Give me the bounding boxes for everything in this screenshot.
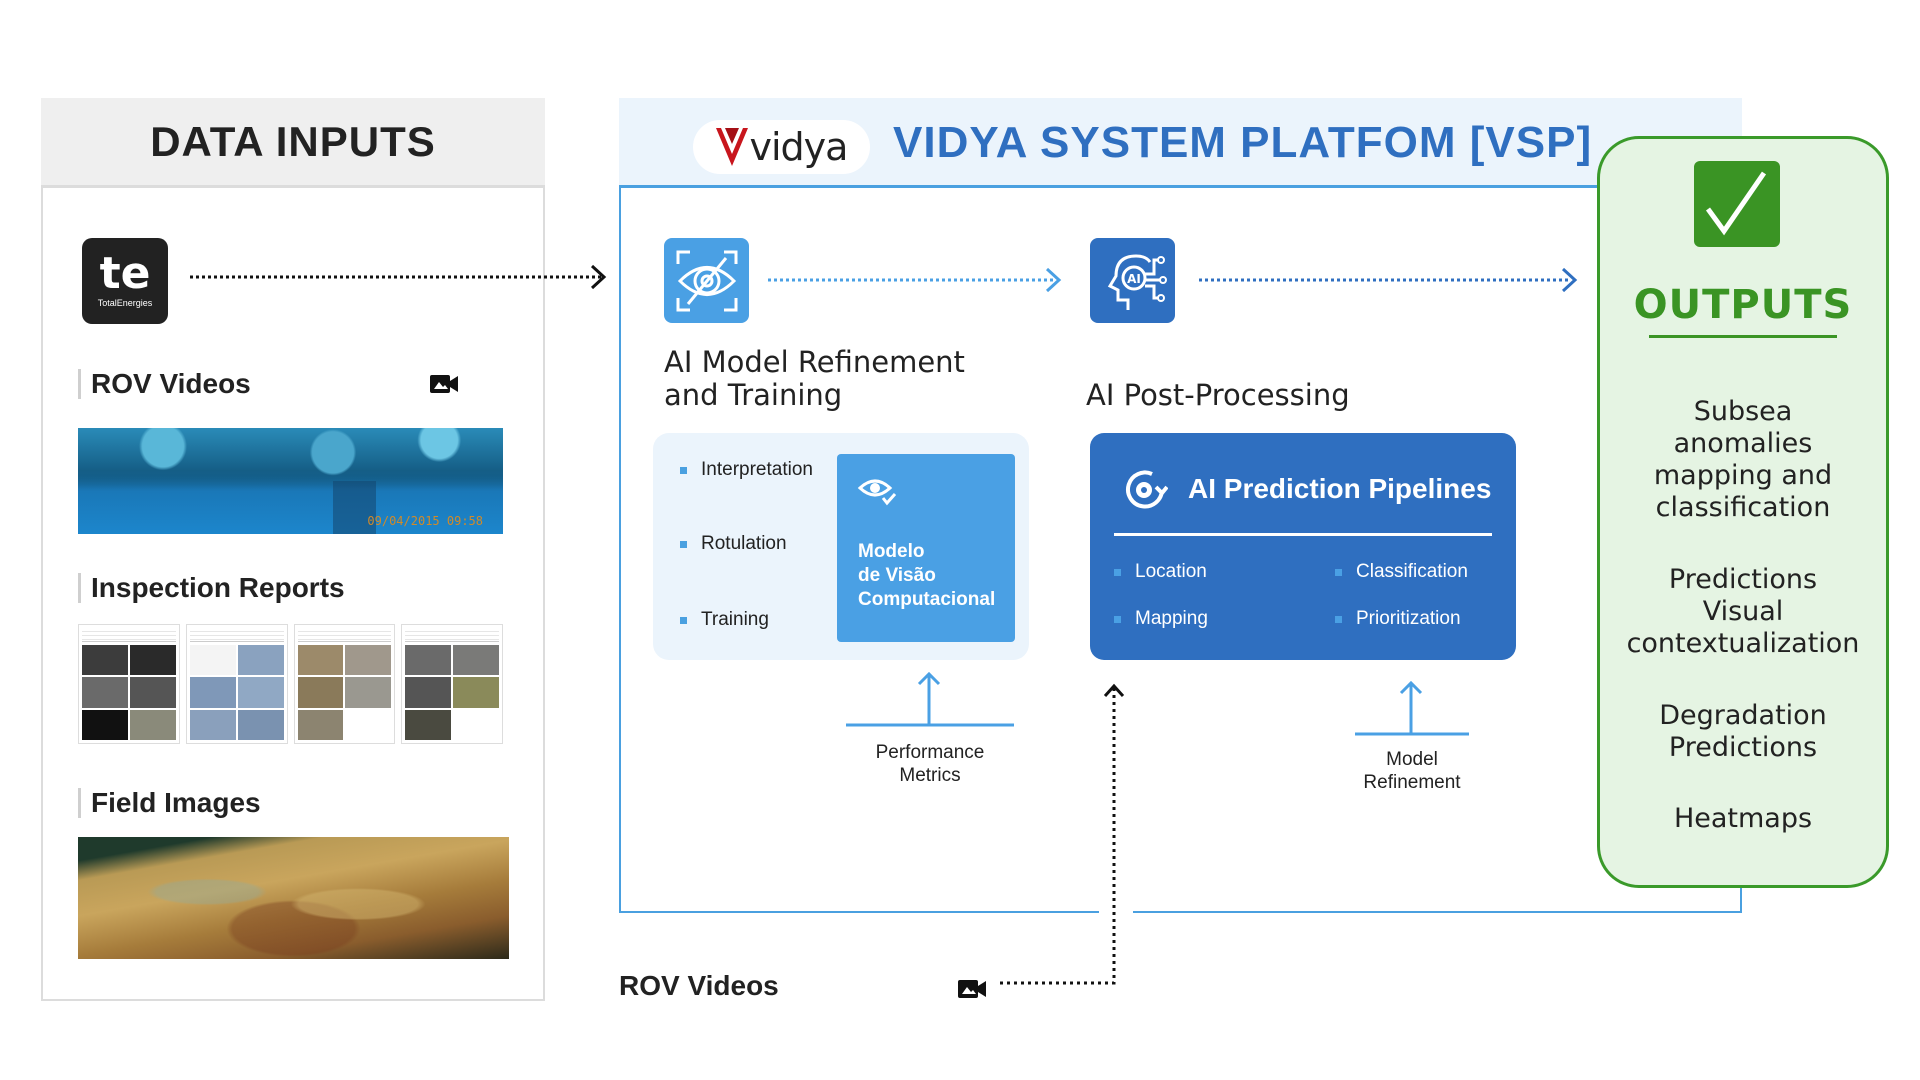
model-refinement-line1: Model: [1386, 749, 1438, 770]
structure-leg: [333, 481, 376, 534]
input-flow-arrow: [190, 264, 607, 290]
prediction-pipelines-card: AI Prediction Pipelines Location Classif…: [1090, 433, 1516, 660]
model-refinement-arrow: [1355, 680, 1469, 736]
training-to-postprocessing-arrow: [768, 267, 1062, 293]
prediction-pipelines-title: AI Prediction Pipelines: [1188, 473, 1492, 504]
bottom-rov-videos-label: ROV Videos: [619, 970, 779, 1001]
performance-metrics-arrow: [846, 671, 1014, 727]
report-thumbnail[interactable]: [78, 624, 180, 744]
video-camera-icon: [430, 375, 458, 393]
data-inputs-header: DATA INPUTS: [41, 98, 545, 188]
marine-growth: [78, 428, 503, 490]
data-inputs-title: DATA INPUTS: [150, 117, 436, 165]
model-box-label: Modelo de Visão Computacional: [858, 540, 995, 612]
platform-title: VIDYA SYSTEM PLATFOM [VSP]: [893, 118, 1593, 167]
video-camera-icon: [958, 980, 986, 998]
model-refinement-label: Model Refinement: [1341, 748, 1483, 794]
performance-metrics-line2: Metrics: [899, 765, 961, 786]
rov-video-thumbnail[interactable]: 09/04/2015 09:58: [78, 428, 503, 534]
ai-postprocessing-step: AI: [1090, 238, 1175, 323]
totalenergies-logo: te TotalEnergies: [82, 238, 168, 324]
report-thumbnail[interactable]: [185, 624, 288, 744]
model-refinement-line2: Refinement: [1363, 772, 1461, 793]
prediction-bullet-location: Location: [1114, 561, 1207, 583]
postprocessing-to-outputs-arrow: [1199, 267, 1578, 293]
vidya-logo: vidya: [693, 120, 870, 174]
training-bullet-rotulation: Rotulation: [680, 533, 787, 555]
performance-metrics-label: Performance Metrics: [846, 741, 1014, 787]
training-step-title: AI Model Refinement and Training: [664, 346, 965, 412]
training-bullet-training: Training: [680, 609, 769, 631]
output-item-visual-contextualization: Predictions Visual contextualization: [1626, 564, 1860, 659]
prediction-bullet-classification: Classification: [1335, 561, 1468, 583]
totalenergies-name: TotalEnergies: [97, 298, 153, 308]
training-step-title-line2: and Training: [664, 378, 843, 412]
model-box-line3: Computacional: [858, 589, 996, 610]
vidya-v-mark-icon: [715, 128, 748, 166]
prediction-bullet-mapping: Mapping: [1114, 608, 1208, 630]
inspection-report-thumbnails: [78, 624, 503, 744]
computer-vision-model-box: Modelo de Visão Computacional: [837, 454, 1015, 642]
training-step-title-line1: AI Model Refinement: [664, 345, 965, 379]
section-label-inspection-reports: Inspection Reports: [78, 573, 345, 603]
prediction-bullet-prioritization: Prioritization: [1335, 608, 1461, 630]
output-item-heatmaps: Heatmaps: [1673, 803, 1813, 834]
checkmark-badge: [1694, 161, 1780, 247]
vidya-logo-text: vidya: [749, 125, 849, 169]
postprocessing-step-title: AI Post-Processing: [1086, 378, 1350, 412]
training-bullet-interpretation: Interpretation: [680, 459, 813, 481]
svg-text:AI: AI: [1127, 272, 1141, 286]
model-box-line1: Modelo: [858, 541, 925, 562]
gear-cycle-icon: [1126, 470, 1168, 509]
eye-check-icon: [857, 479, 897, 506]
performance-metrics-line1: Performance: [875, 742, 985, 763]
outputs-title: OUTPUTS: [1633, 282, 1853, 328]
output-item-anomaly-mapping: Subsea anomalies mapping and classificat…: [1653, 396, 1833, 523]
report-thumbnail[interactable]: [401, 624, 503, 744]
model-box-line2: de Visão: [858, 565, 936, 586]
section-label-rov-videos: ROV Videos: [78, 369, 251, 399]
ai-head-icon: AI: [1107, 253, 1167, 310]
ai-training-step: [664, 238, 749, 323]
totalenergies-mark: te: [99, 248, 151, 299]
outputs-panel: [1597, 136, 1889, 888]
vsp-border-gap: [1099, 908, 1133, 916]
output-item-degradation-predictions: Degradation Predictions: [1659, 700, 1827, 763]
eye-gear-icon: [676, 250, 737, 311]
rov-video-input-path: [1000, 683, 1125, 985]
report-thumbnail[interactable]: [293, 624, 396, 744]
prediction-divider: [1114, 533, 1492, 536]
field-image-thumbnail[interactable]: [78, 837, 509, 959]
outputs-title-underline: [1649, 335, 1837, 338]
checkmark-icon: [1705, 171, 1767, 236]
video-timestamp: 09/04/2015 09:58: [367, 514, 483, 528]
section-label-field-images: Field Images: [78, 788, 261, 818]
